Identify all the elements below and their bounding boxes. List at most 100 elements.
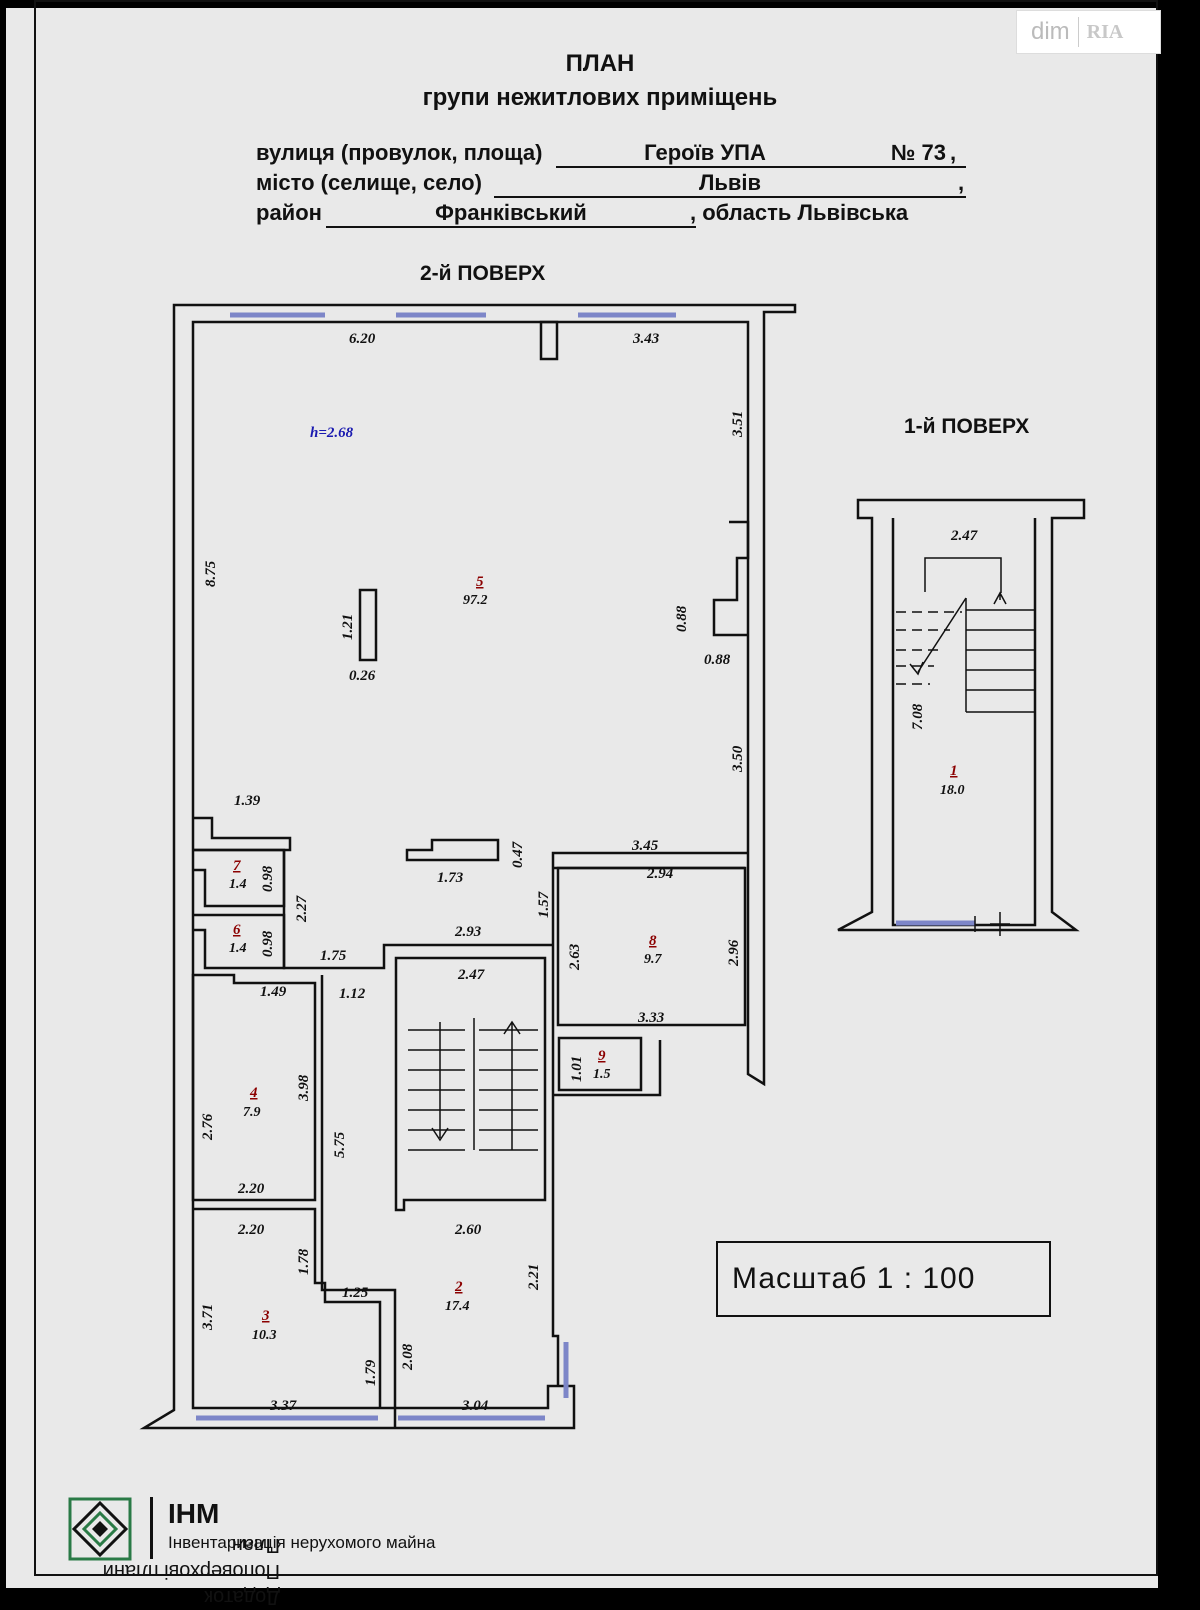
room-4-number: 4 xyxy=(249,1085,258,1101)
room-1-area: 18.0 xyxy=(940,783,965,798)
mirrored-caption-line-2: Поповерхові плани xyxy=(102,1560,280,1582)
floor-1-outline xyxy=(837,498,1086,932)
dim-3-43: 3.43 xyxy=(632,331,660,347)
floor-2-piers xyxy=(358,320,750,862)
dim-7-08: 7.08 xyxy=(910,703,926,730)
floor-1-label: 1-й ПОВЕРХ xyxy=(904,415,1030,438)
dim-3-45: 3.45 xyxy=(631,838,659,854)
dim-3-33: 3.33 xyxy=(637,1010,665,1026)
dim-2-27: 2.27 xyxy=(294,895,310,923)
dim-1-25: 1.25 xyxy=(342,1285,369,1301)
scale-label: Масштаб 1 : 100 xyxy=(716,1241,1051,1317)
comma-1: , xyxy=(950,140,957,165)
dim-6-20: 6.20 xyxy=(349,331,376,347)
dim-3-98: 3.98 xyxy=(296,1074,312,1102)
dim-1-73: 1.73 xyxy=(437,870,464,886)
dim-3-50: 3.50 xyxy=(730,745,746,773)
dim-5-75: 5.75 xyxy=(332,1131,348,1158)
floor-1-stair-rail xyxy=(924,557,1002,593)
floor-2-walls xyxy=(139,303,797,1430)
plan-subtitle: групи нежитлових приміщень xyxy=(422,84,778,111)
dim-8-75: 8.75 xyxy=(203,560,219,587)
region-label: , область Львівська xyxy=(690,200,909,225)
dim-2-47-stair: 2.47 xyxy=(457,967,485,983)
stair-arrow-up xyxy=(503,1020,521,1150)
dim-2-63: 2.63 xyxy=(567,943,583,971)
room-4-wall xyxy=(191,973,317,1202)
room-6-area: 1.4 xyxy=(229,941,247,956)
watermark: dim RIA xyxy=(1016,10,1161,54)
dim-2-60: 2.60 xyxy=(454,1222,482,1238)
watermark-ria: RIA xyxy=(1086,20,1124,43)
staircase-box xyxy=(394,956,547,1212)
street-value: Героїв УПА xyxy=(556,140,854,168)
floor-2-label: 2-й ПОВЕРХ xyxy=(420,262,546,285)
dim-1-49: 1.49 xyxy=(260,984,287,1000)
dim-0-98-room7: 0.98 xyxy=(260,865,276,892)
watermark-separator xyxy=(1077,17,1079,47)
floor-1-door-mark xyxy=(974,912,1010,936)
room-7-number: 7 xyxy=(233,858,241,874)
floor-1-arrow-down xyxy=(909,597,967,676)
drawing-sheet xyxy=(6,8,1158,1588)
room-5-number: 5 xyxy=(476,574,484,590)
dim-1-75: 1.75 xyxy=(320,948,347,964)
dim-2-96: 2.96 xyxy=(726,939,742,967)
room-7-wall xyxy=(193,848,286,908)
room-2-area: 17.4 xyxy=(445,1299,470,1314)
corridor-right-wall xyxy=(551,1040,662,1386)
floor-1-treads xyxy=(965,598,1036,713)
room-2-number: 2 xyxy=(454,1279,463,1295)
dim-1-79: 1.79 xyxy=(363,1359,379,1386)
mirrored-caption-line-1: Додаток xyxy=(204,1586,280,1608)
outer-wall-outline xyxy=(139,303,797,1430)
room-9-wall xyxy=(557,1036,643,1092)
district-label: район xyxy=(256,200,322,225)
dim-2-76: 2.76 xyxy=(200,1113,216,1141)
room-3-area: 10.3 xyxy=(252,1328,277,1343)
room-6-wall xyxy=(193,913,286,970)
pier-bottom xyxy=(405,838,500,862)
mirrored-caption-line-3: План xyxy=(231,1534,280,1556)
mirrored-caption: Додаток Поповерхові плани План xyxy=(40,1532,280,1610)
room-8-number: 8 xyxy=(649,933,657,949)
room-4-area: 7.9 xyxy=(243,1105,261,1120)
dim-0-47: 0.47 xyxy=(510,841,526,868)
dim-2-20-room4: 2.20 xyxy=(237,1181,265,1197)
room-5-area: 97.2 xyxy=(463,593,488,608)
floor-1-walls xyxy=(837,498,1086,932)
logo-abbreviation: ІНМ xyxy=(168,1498,220,1529)
floor-1-stairs xyxy=(896,557,1036,936)
dim-0-26: 0.26 xyxy=(349,668,376,684)
drawing-frame xyxy=(34,0,1158,1576)
room-1-number: 1 xyxy=(950,763,958,779)
dim-0-88-horizontal: 0.88 xyxy=(704,652,731,668)
dim-3-04: 3.04 xyxy=(461,1398,489,1414)
dim-0-98-room6: 0.98 xyxy=(260,930,276,957)
stair-arrow-down xyxy=(431,1022,449,1142)
dim-2-08: 2.08 xyxy=(400,1343,416,1371)
room-8-wall xyxy=(556,866,747,1027)
dim-1-01: 1.01 xyxy=(569,1056,585,1082)
dim-2-21: 2.21 xyxy=(526,1264,542,1291)
dim-1-21: 1.21 xyxy=(340,614,356,640)
city-label: місто (селище, село) xyxy=(256,170,482,195)
vertical-dimensions: 3.51 8.75 1.21 0.88 3.50 0.47 1.57 2.63 … xyxy=(200,411,926,1386)
inm-logo-icon xyxy=(68,1497,132,1561)
dim-0-88-vertical: 0.88 xyxy=(674,605,690,632)
main-room-inner-wall xyxy=(193,816,292,852)
pier-top xyxy=(539,320,559,361)
watermark-dim: dim xyxy=(1031,18,1070,45)
room-8-area: 9.7 xyxy=(644,952,663,967)
comma-2: , xyxy=(958,170,965,195)
dim-2-20-room3: 2.20 xyxy=(237,1222,265,1238)
dim-3-37: 3.37 xyxy=(269,1398,297,1414)
floor-2-stairs xyxy=(408,1018,538,1151)
house-number: № 73 xyxy=(854,140,966,168)
room-6-number: 6 xyxy=(233,922,241,938)
dim-2-93: 2.93 xyxy=(454,924,482,940)
plan-title: ПЛАН xyxy=(565,50,635,77)
room-7-area: 1.4 xyxy=(229,877,247,892)
column-middle xyxy=(358,588,378,662)
